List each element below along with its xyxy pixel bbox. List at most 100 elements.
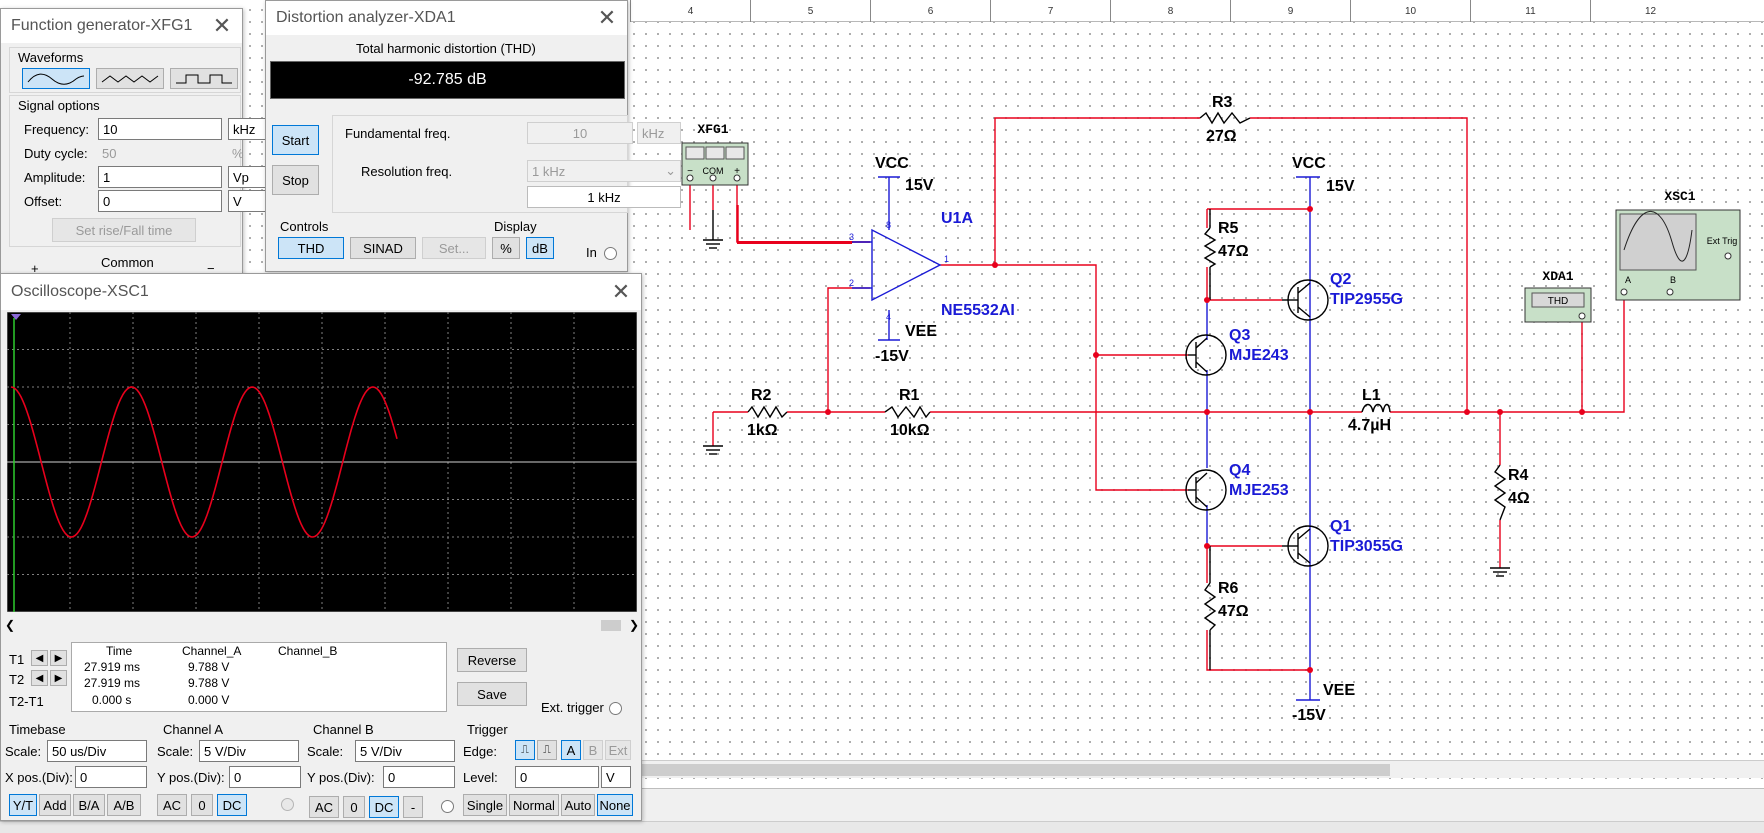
falling-edge-icon[interactable]: ⎍ <box>537 740 557 760</box>
vcc2-value: 15V <box>1326 178 1355 195</box>
l1-value: 4.7µH <box>1348 417 1391 434</box>
xpos-input[interactable]: 0 <box>75 766 147 788</box>
distortion-titlebar[interactable]: Distortion analyzer-XDA1 ✕ <box>266 1 627 35</box>
controls-label: Controls <box>280 219 329 234</box>
xda1-instrument[interactable]: THD XDA1 <box>1524 269 1592 323</box>
fundamental-freq-unit: kHz <box>637 122 681 144</box>
chb-radio[interactable] <box>441 800 454 813</box>
chb-dc-button[interactable]: DC <box>369 796 399 818</box>
square-wave-button[interactable] <box>170 68 238 89</box>
pin1: 1 <box>944 254 949 264</box>
none-button[interactable]: None <box>597 794 633 816</box>
function-generator-window[interactable]: Function generator-XFG1 ✕ Waveforms Sign… <box>0 8 268 278</box>
ab-button[interactable]: A/B <box>107 794 141 816</box>
frequency-unit[interactable]: kHz <box>228 118 268 140</box>
pin8: 8 <box>886 220 891 230</box>
start-button[interactable]: Start <box>272 125 319 155</box>
cursor-t1-marker[interactable] <box>11 314 21 320</box>
close-icon[interactable]: ✕ <box>212 13 232 38</box>
cha-ac-button[interactable]: AC <box>157 794 187 816</box>
add-button[interactable]: Add <box>39 794 71 816</box>
trig-a-button[interactable]: A <box>561 740 581 760</box>
thd-button[interactable]: THD <box>278 237 344 259</box>
q4-label: Q4 <box>1229 462 1250 479</box>
distortion-analyzer-window[interactable]: Distortion analyzer-XDA1 ✕ Total harmoni… <box>265 0 681 272</box>
ruler-tick: 4 <box>630 0 750 22</box>
offset-input[interactable]: 0 <box>98 190 222 212</box>
scope-screen[interactable] <box>7 312 637 612</box>
funcgen-titlebar[interactable]: Function generator-XFG1 ✕ <box>1 9 242 43</box>
chb-ac-button[interactable]: AC <box>309 796 339 818</box>
sinad-button[interactable]: SINAD <box>350 237 416 259</box>
single-button[interactable]: Single <box>463 794 507 816</box>
chb-ypos-input[interactable]: 0 <box>383 766 455 788</box>
in-radio[interactable] <box>604 247 617 260</box>
close-icon[interactable]: ✕ <box>597 5 617 30</box>
stop-button[interactable]: Stop <box>272 165 319 195</box>
scrollbar-thumb[interactable] <box>640 764 1390 776</box>
resolution-freq-select: 1 kHz⌄ <box>527 160 681 182</box>
chb-scale-input[interactable]: 5 V/Div <box>355 740 455 762</box>
level-unit[interactable]: V <box>601 766 631 788</box>
common-minus: − <box>207 261 215 276</box>
chb-minus-button[interactable]: - <box>403 796 423 818</box>
r3-label: R3 <box>1212 94 1233 111</box>
t2-left-arrow-icon[interactable]: ◀ <box>31 670 48 686</box>
vee2-value: -15V <box>1292 707 1326 724</box>
level-input[interactable]: 0 <box>515 766 599 788</box>
set-rise-fall-button[interactable]: Set rise/Fall time <box>52 218 196 242</box>
frequency-input[interactable]: 10 <box>98 118 222 140</box>
rising-edge-icon[interactable]: ⎍ <box>515 740 535 760</box>
triangle-wave-button[interactable] <box>96 68 164 89</box>
yt-button[interactable]: Y/T <box>9 794 37 816</box>
fundamental-freq-input: 10 <box>527 122 633 144</box>
tb-scale-input[interactable]: 50 us/Div <box>47 740 147 762</box>
ba-button[interactable]: B/A <box>73 794 105 816</box>
scope-scroll-thumb[interactable] <box>601 620 621 631</box>
close-icon[interactable]: ✕ <box>611 279 631 304</box>
db-button[interactable]: dB <box>526 237 554 259</box>
cha-radio[interactable] <box>281 798 294 811</box>
normal-button[interactable]: Normal <box>509 794 559 816</box>
sine-wave-button[interactable] <box>22 68 90 89</box>
trig-ext-button[interactable]: Ext <box>605 740 631 760</box>
row2-a: 9.788 V <box>188 676 230 690</box>
row2-time: 27.919 ms <box>84 676 141 690</box>
canvas-horizontal-scrollbar[interactable] <box>640 760 1764 778</box>
circuit-wires <box>689 117 1625 671</box>
t1-left-arrow-icon[interactable]: ◀ <box>31 650 48 666</box>
ext-trigger-label: Ext. trigger <box>541 700 604 715</box>
oscilloscope-window[interactable]: Oscilloscope-XSC1 ✕ ❮ ❯ T1 ◀ ▶ T2 ◀ ▶ T2… <box>0 273 642 821</box>
reverse-button[interactable]: Reverse <box>457 648 527 672</box>
waveforms-group: Waveforms <box>9 47 241 93</box>
t2-right-arrow-icon[interactable]: ▶ <box>50 670 67 686</box>
fundamental-freq-label: Fundamental freq. <box>345 126 451 141</box>
chb-zero-button[interactable]: 0 <box>343 796 365 818</box>
cha-ypos-input[interactable]: 0 <box>229 766 301 788</box>
percent-button[interactable]: % <box>492 237 520 259</box>
trig-b-button[interactable]: B <box>583 740 603 760</box>
row3-time: 0.000 s <box>92 693 132 707</box>
component-lines <box>852 176 1320 701</box>
save-button[interactable]: Save <box>457 682 527 706</box>
scroll-right-icon[interactable]: ❯ <box>629 618 640 632</box>
tb-scale-label: Scale: <box>5 744 42 759</box>
cha-dc-button[interactable]: DC <box>217 794 247 816</box>
opamp-part: NE5532AI <box>941 302 1015 319</box>
offset-unit[interactable]: V <box>228 190 268 212</box>
auto-button[interactable]: Auto <box>561 794 595 816</box>
t1-right-arrow-icon[interactable]: ▶ <box>50 650 67 666</box>
xsc1-instrument[interactable]: XSC1 Ext Trig A B <box>1615 189 1741 301</box>
ext-trigger-radio[interactable] <box>609 702 622 715</box>
set-button[interactable]: Set... <box>422 237 486 259</box>
chb-scale-label: Scale: <box>307 744 344 759</box>
scroll-left-icon[interactable]: ❮ <box>5 618 16 632</box>
q1-label: Q1 <box>1330 518 1351 535</box>
scope-titlebar[interactable]: Oscilloscope-XSC1 ✕ <box>1 274 641 310</box>
cha-zero-button[interactable]: 0 <box>191 794 213 816</box>
q1-part: TIP3055G <box>1330 538 1403 555</box>
amplitude-unit[interactable]: Vp <box>228 166 268 188</box>
cha-scale-input[interactable]: 5 V/Div <box>199 740 299 762</box>
xfg1-instrument[interactable]: COM − + XFG1 <box>681 122 749 186</box>
amplitude-input[interactable]: 1 <box>98 166 222 188</box>
